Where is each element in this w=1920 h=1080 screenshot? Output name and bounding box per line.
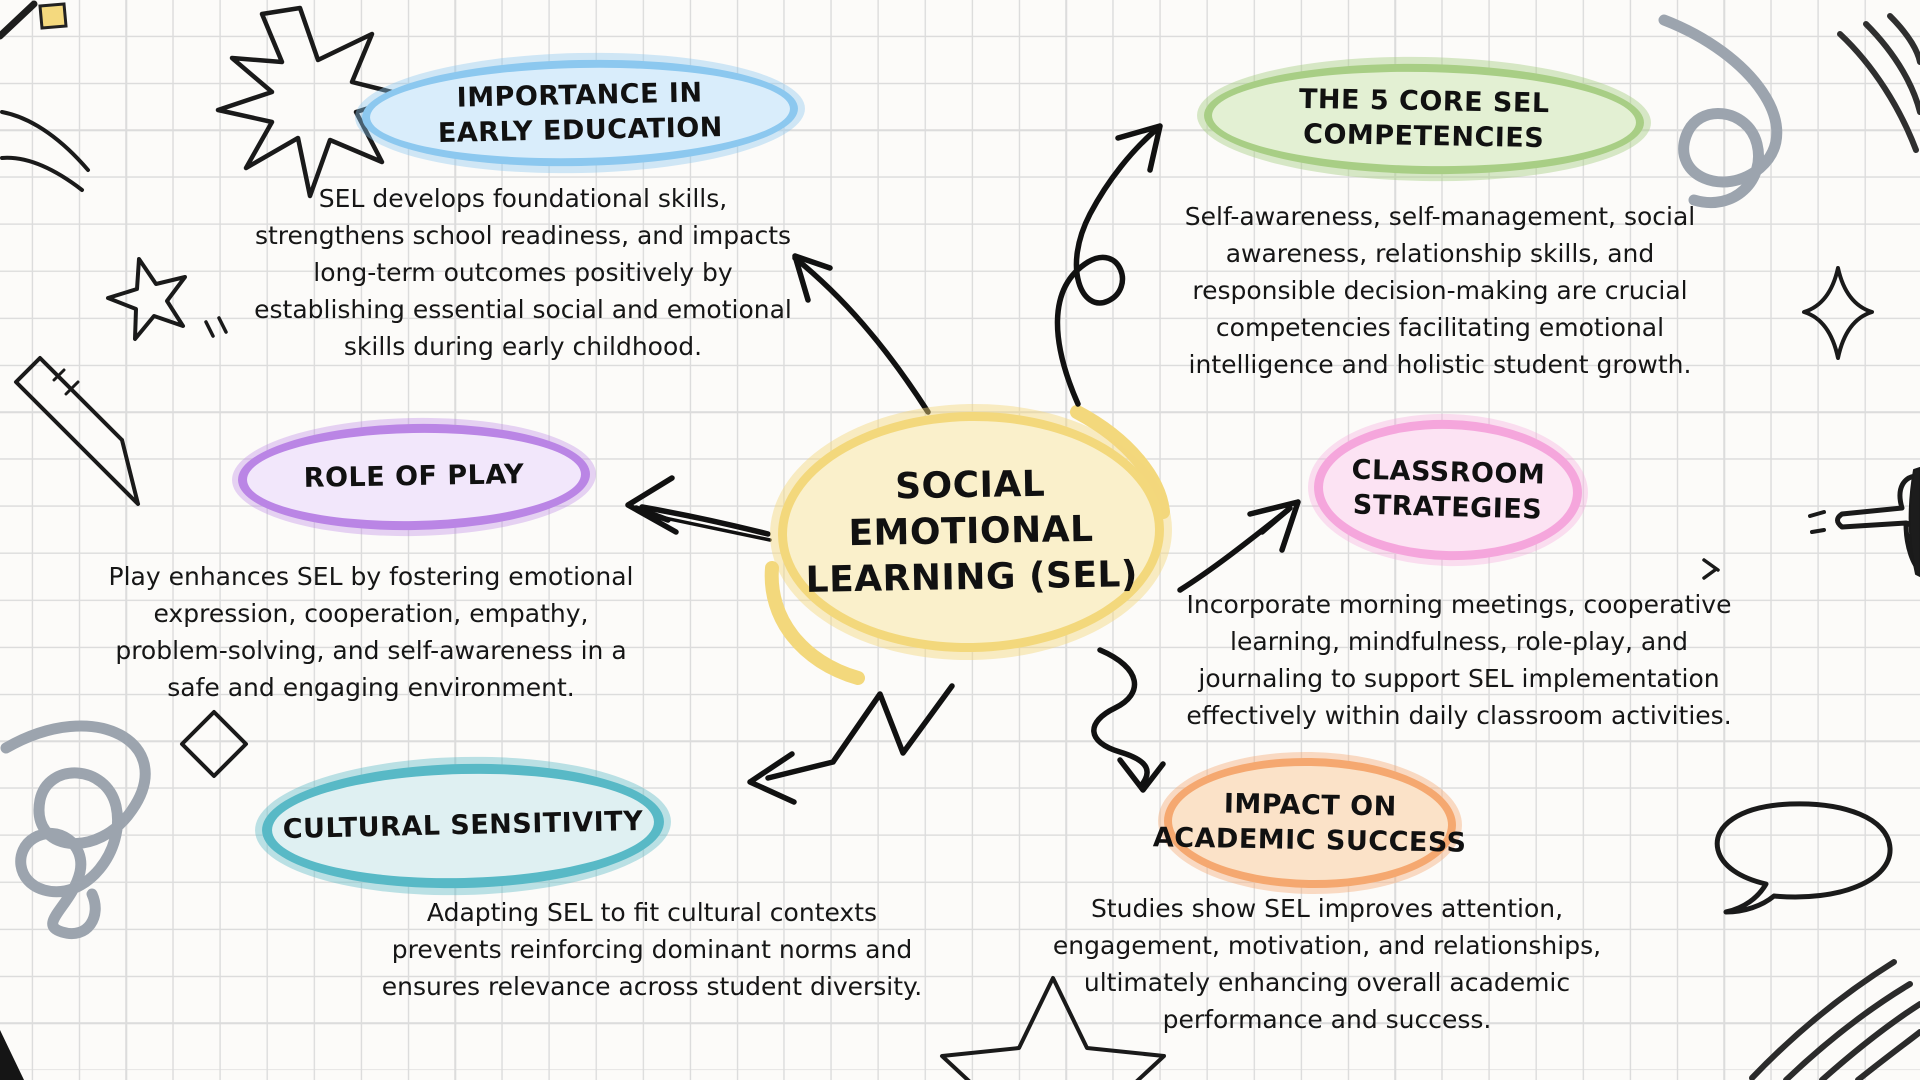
arrow-to-competencies bbox=[1054, 123, 1163, 407]
speech-bubble-icon bbox=[1714, 801, 1893, 915]
corner-scribbles-top-right-icon bbox=[1837, 13, 1920, 153]
tick-marks-icon bbox=[1702, 558, 1720, 580]
description-role-of-play: Play enhances SEL by fostering emotional… bbox=[108, 562, 634, 702]
big-star-doodle-icon bbox=[940, 976, 1166, 1080]
arrow-to-role-of-play bbox=[625, 475, 772, 542]
description-competencies: Self-awareness, self-management, social … bbox=[1184, 202, 1696, 379]
arrow-to-academic-success bbox=[1091, 647, 1166, 793]
corner-wedge-icon bbox=[0, 1030, 24, 1080]
yellow-arc-bottom-icon bbox=[764, 561, 865, 685]
pointing-hand-icon bbox=[1808, 467, 1920, 577]
burst-doodle-icon bbox=[215, 5, 411, 199]
center-node-label: SOCIAL EMOTIONAL LEARNING (SEL) bbox=[805, 463, 1139, 601]
description-cultural-sensitivity: Adapting SEL to fit cultural contexts pr… bbox=[381, 898, 923, 1001]
description-academic-success: Studies show SEL improves attention, eng… bbox=[1052, 894, 1602, 1034]
node-label: CLASSROOM STRATEGIES bbox=[1351, 454, 1546, 526]
description-classroom-strategies: Incorporate morning meetings, cooperativ… bbox=[1186, 590, 1732, 730]
corner-stroke-icon bbox=[0, 0, 38, 40]
star-doodle-icon bbox=[106, 257, 187, 341]
node-label: THE 5 CORE SEL COMPETENCIES bbox=[1298, 83, 1550, 155]
node-label: ROLE OF PLAY bbox=[303, 459, 525, 495]
quote-marks-icon bbox=[204, 316, 228, 338]
edge-swash-icon bbox=[0, 110, 90, 192]
description-early-education: SEL develops foundational skills, streng… bbox=[254, 184, 792, 361]
gray-swirl-icon bbox=[1658, 14, 1783, 209]
sparkle-doodle-icon bbox=[1802, 266, 1874, 360]
node-label: IMPACT ON ACADEMIC SUCCESS bbox=[1152, 788, 1467, 859]
arrow-to-classroom-strategies bbox=[1177, 499, 1301, 593]
arrow-to-early-education bbox=[792, 253, 931, 415]
pencil-doodle-icon bbox=[14, 356, 140, 506]
gray-curl-scribble-icon bbox=[0, 720, 151, 940]
arrow-to-cultural-sensitivity bbox=[747, 683, 955, 805]
node-label: IMPORTANCE IN EARLY EDUCATION bbox=[437, 77, 724, 149]
yellow-arc-top-icon bbox=[1070, 405, 1170, 519]
diamond-doodle-icon bbox=[180, 710, 248, 778]
corner-scribbles-bottom-right-icon bbox=[1749, 959, 1920, 1080]
node-label: CULTURAL SENSITIVITY bbox=[282, 806, 644, 846]
yellow-square-icon bbox=[38, 2, 68, 30]
